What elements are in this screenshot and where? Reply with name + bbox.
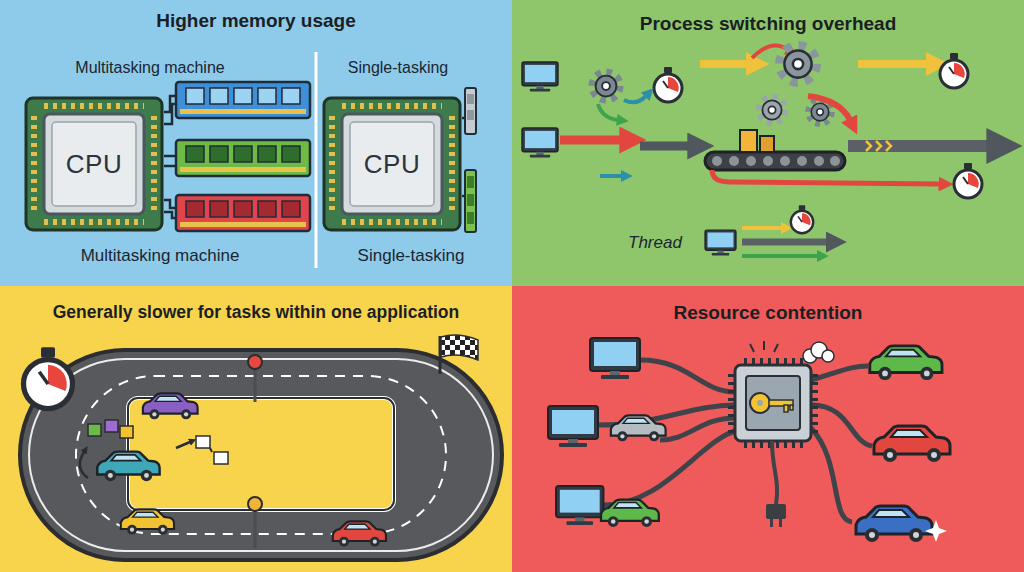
cpu-chip: CPU: [24, 96, 164, 232]
chip-pins: [44, 219, 144, 225]
chip-label: CPU: [364, 149, 420, 180]
panel-title: Higher memory usage: [8, 10, 504, 32]
chip-pins: [342, 103, 442, 109]
chip-board: [26, 98, 162, 230]
machine-label: Multitasking machine: [50, 59, 250, 77]
quadrant-panel: Higher memory usageCPU CPU: [0, 0, 512, 286]
chip-label: CPU: [66, 149, 122, 180]
quadrant-panel: Generally slower for tasks within one ap…: [0, 286, 512, 572]
quadrant-panel: Process switching overhead: [512, 0, 1024, 286]
cpu-chip: CPU: [322, 96, 462, 232]
panel-title: Resource contention: [520, 302, 1016, 324]
chip-lid: [342, 114, 442, 214]
chip-pins: [329, 116, 335, 212]
chip-lid: [52, 122, 136, 206]
machine-label: Multitasking machine: [50, 246, 270, 266]
machine-label: Single-tasking: [318, 59, 478, 77]
panel-title: Generally slower for tasks within one ap…: [8, 302, 504, 323]
machine-label: Single-tasking: [331, 246, 491, 266]
chip-lid: [44, 114, 144, 214]
quadrant-panel: Resource contention: [512, 286, 1024, 572]
chip-lid: [350, 122, 434, 206]
chip-pins: [31, 116, 37, 212]
panel-title: Process switching overhead: [520, 13, 1016, 35]
chip-pins: [342, 219, 442, 225]
chip-pins: [44, 103, 144, 109]
chip-pins: [151, 116, 157, 212]
chip-board: [324, 98, 460, 230]
chip-pins: [449, 116, 455, 212]
thread-label: Thread: [628, 233, 698, 253]
